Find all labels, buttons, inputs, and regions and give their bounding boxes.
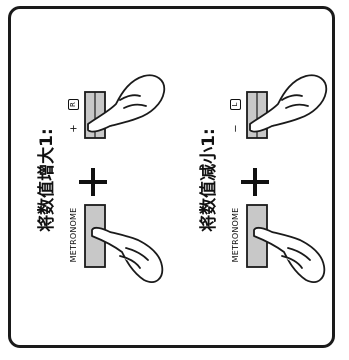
right-metronome-label: METRONOME: [231, 207, 240, 263]
left-metronome-label: METRONOME: [69, 207, 78, 263]
right-upper-key-badge: L: [230, 99, 241, 110]
left-lower-hand-icon: [91, 226, 164, 283]
diagram-frame: [8, 6, 335, 348]
left-upper-key-badge: R: [68, 99, 79, 110]
right-upper-hand-icon: [249, 74, 328, 133]
left-upper-hand-icon: [87, 74, 166, 133]
right-lower-hand-icon: [253, 226, 326, 283]
left-plus-icon: [79, 168, 107, 196]
left-instruction-label: 将数值增大1:: [37, 128, 57, 232]
right-plus-icon: [241, 168, 269, 196]
right-upper-key-minus-marker: −: [230, 124, 242, 133]
left-upper-key-plus-marker: +: [68, 124, 80, 133]
right-instruction-label: 将数值减小1:: [199, 128, 219, 232]
